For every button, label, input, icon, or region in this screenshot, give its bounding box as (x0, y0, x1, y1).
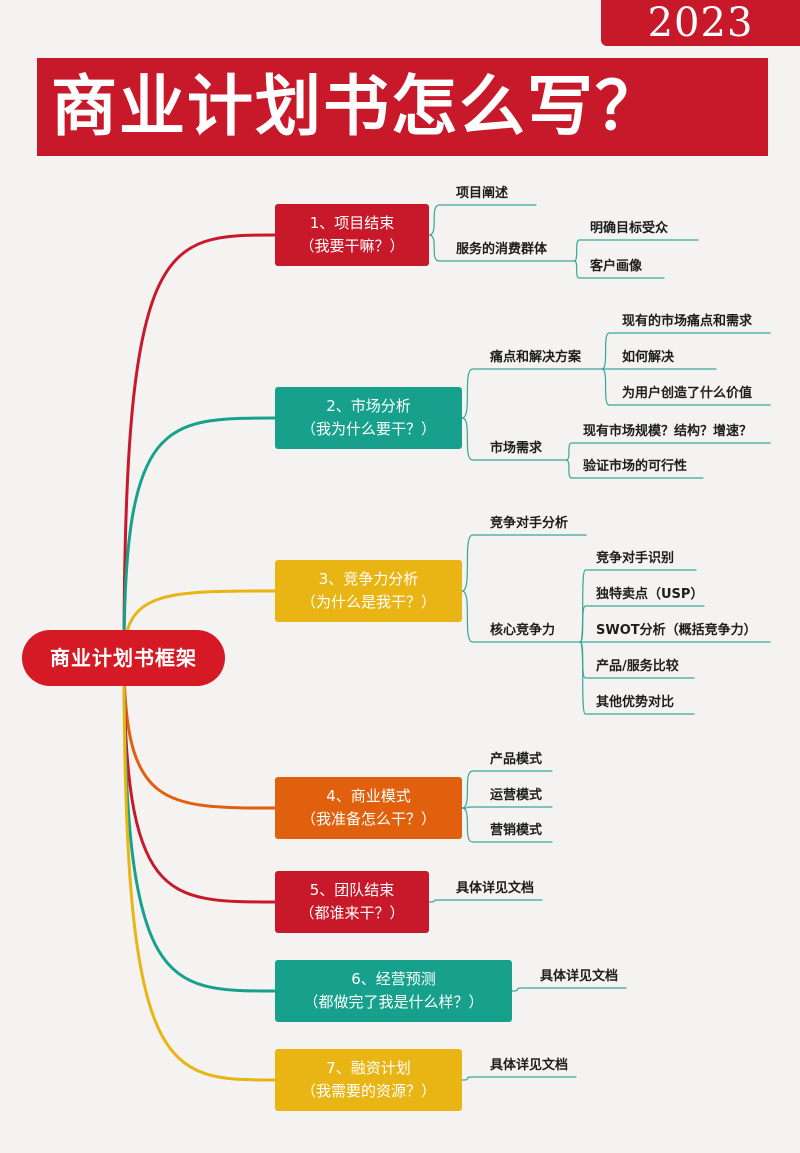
child-connector (461, 534, 487, 592)
section-title: 1、项目结束 (309, 214, 395, 232)
child-label: 产品模式 (490, 752, 543, 767)
branch-line (122, 416, 277, 660)
section-node: 2、市场分析 （我为什么要干？） (275, 387, 462, 449)
root-node: 商业计划书框架 (22, 630, 225, 686)
leaf-label: SWOT分析（概括竞争力） (596, 623, 757, 638)
leaf-label: 客户画像 (590, 259, 643, 274)
section-node: 6、经营预测 （都做完了我是什么样？） (275, 960, 512, 1022)
child-connector (461, 807, 487, 843)
child-label: 竞争对手分析 (490, 516, 569, 531)
leaf-connector (601, 368, 619, 406)
leaf-connector (565, 442, 580, 461)
leaf-connector (579, 641, 593, 715)
section-question: （我需要的资源？） (300, 1082, 436, 1100)
leaf-label: 现有市场规模？结构？增速？ (583, 424, 753, 439)
section-title: 7、融资计划 (326, 1059, 411, 1077)
child-connector (461, 590, 487, 643)
child-connector (428, 899, 453, 903)
leaf-label: 独特卖点（USP） (596, 587, 704, 602)
child-label: 项目阐述 (456, 186, 509, 201)
leaf-label: 现有的市场痛点和需求 (622, 314, 753, 329)
child-label: 营销模式 (490, 823, 543, 838)
leaf-connector (565, 459, 580, 479)
section-node: 7、融资计划 （我需要的资源？） (275, 1049, 462, 1111)
section-question: （为什么是我干？） (300, 593, 436, 611)
leaf-label: 竞争对手识别 (596, 551, 675, 566)
child-connector (461, 368, 487, 419)
child-label: 具体详见文档 (456, 881, 535, 896)
leaf-label: 如何解决 (622, 350, 675, 365)
branch-line (122, 656, 277, 993)
child-connector (511, 987, 537, 992)
leaf-label: 其他优势对比 (596, 695, 675, 710)
leaf-connector (573, 260, 587, 279)
leaf-connector (579, 605, 593, 643)
child-connector (461, 770, 487, 809)
leaf-connector (601, 332, 619, 370)
section-title: 4、商业模式 (326, 787, 411, 805)
child-label: 服务的消费群体 (456, 242, 548, 257)
section-question: （都谁来干？） (299, 904, 405, 922)
section-title: 6、经营预测 (351, 970, 436, 988)
child-label: 运营模式 (490, 788, 543, 803)
section-title: 5、团队结束 (309, 881, 395, 899)
branch-line (122, 233, 277, 660)
page-title: 商业计划书怎么写？ (37, 58, 768, 156)
child-label: 核心竞争力 (490, 623, 556, 638)
leaf-connector (573, 239, 587, 262)
child-label: 痛点和解决方案 (490, 350, 582, 365)
section-node: 5、团队结束 （都谁来干？） (275, 871, 429, 933)
section-title: 2、市场分析 (326, 397, 411, 415)
section-title: 3、竞争力分析 (318, 570, 419, 588)
section-node: 1、项目结束 （我要干嘛？） (275, 204, 429, 266)
leaf-label: 产品/服务比较 (596, 659, 679, 674)
child-connector (428, 204, 453, 236)
child-connector (461, 417, 487, 461)
section-question: （都做完了我是什么样？） (303, 993, 484, 1011)
leaf-label: 为用户创造了什么价值 (622, 386, 753, 401)
leaf-label: 验证市场的可行性 (583, 459, 688, 474)
child-label: 市场需求 (490, 441, 543, 456)
branch-line (122, 656, 277, 1082)
leaf-label: 明确目标受众 (590, 221, 669, 236)
section-question: （我准备怎么干？） (300, 810, 436, 828)
child-connector (428, 234, 453, 262)
section-node: 3、竞争力分析 （为什么是我干？） (275, 560, 462, 622)
year-badge: 2023 (601, 0, 800, 46)
section-question: （我要干嘛？） (299, 237, 405, 255)
child-label: 具体详见文档 (490, 1058, 569, 1073)
section-node: 4、商业模式 （我准备怎么干？） (275, 777, 462, 839)
child-connector (461, 1076, 487, 1081)
child-label: 具体详见文档 (540, 969, 619, 984)
child-connector (461, 806, 487, 809)
section-question: （我为什么要干？） (300, 420, 436, 438)
